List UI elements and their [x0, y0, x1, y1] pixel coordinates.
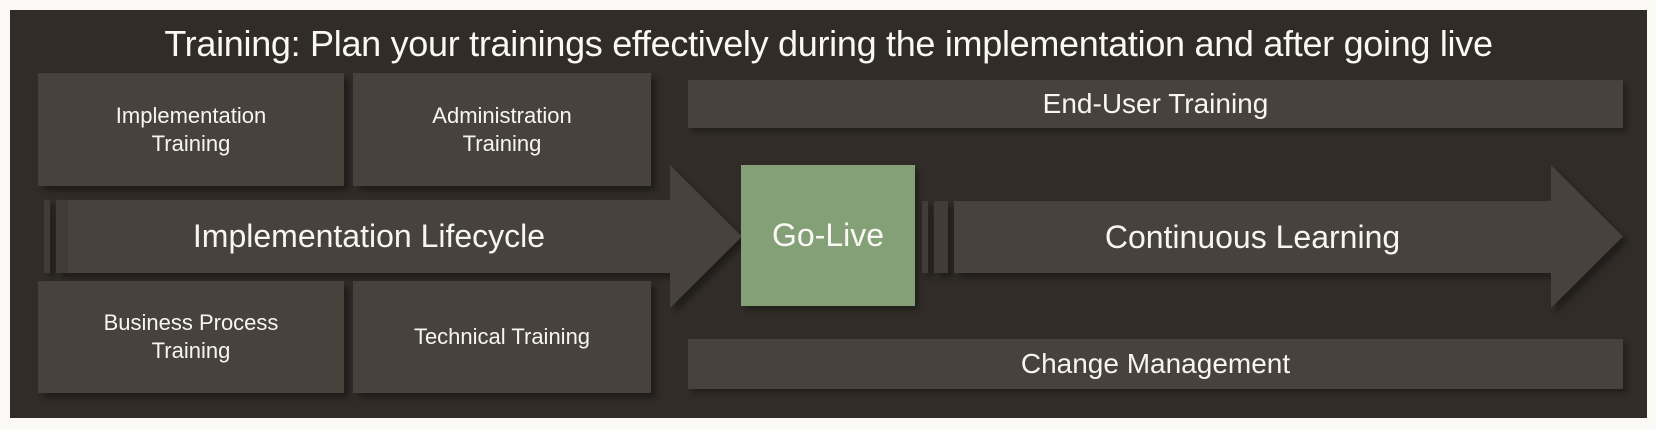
end-user-training-label: End-User Training — [1042, 88, 1269, 119]
administration-training-label: Administration Training — [432, 102, 572, 156]
change-management-bar: Change Management — [688, 339, 1623, 389]
implementation-training-box: Implementation Training — [38, 73, 344, 186]
continuous-learning-arrow: Continuous Learning — [922, 165, 1623, 308]
implementation-training-label: Implementation Training — [115, 102, 267, 156]
continuous-learning-arrow-body: Continuous Learning — [954, 201, 1551, 273]
slide-title: Training: Plan your trainings effectivel… — [164, 23, 1493, 64]
arrow-accent-bar — [56, 200, 68, 273]
go-live-label: Go-Live — [771, 217, 885, 253]
business-process-training-label: Business Process Training — [103, 310, 279, 363]
arrow-accent-bar — [934, 201, 948, 273]
implementation-lifecycle-arrow: Implementation Lifecycle — [44, 165, 742, 308]
implementation-lifecycle-arrow-body: Implementation Lifecycle — [68, 200, 670, 273]
arrow-head — [670, 165, 742, 308]
technical-training-label: Technical Training — [413, 324, 591, 350]
arrow-accent-bar — [922, 201, 928, 273]
business-process-training-box: Business Process Training — [38, 281, 344, 393]
administration-training-box: Administration Training — [353, 73, 651, 186]
implementation-lifecycle-label: Implementation Lifecycle — [192, 218, 546, 254]
arrow-accent-bar — [44, 200, 50, 273]
arrow-head — [1551, 165, 1623, 308]
slide-panel: Training: Plan your trainings effectivel… — [10, 10, 1647, 418]
technical-training-box: Technical Training — [353, 281, 651, 393]
change-management-label: Change Management — [1020, 348, 1291, 379]
end-user-training-bar: End-User Training — [688, 80, 1623, 128]
continuous-learning-label: Continuous Learning — [1104, 218, 1401, 255]
go-live-box: Go-Live — [741, 165, 915, 306]
